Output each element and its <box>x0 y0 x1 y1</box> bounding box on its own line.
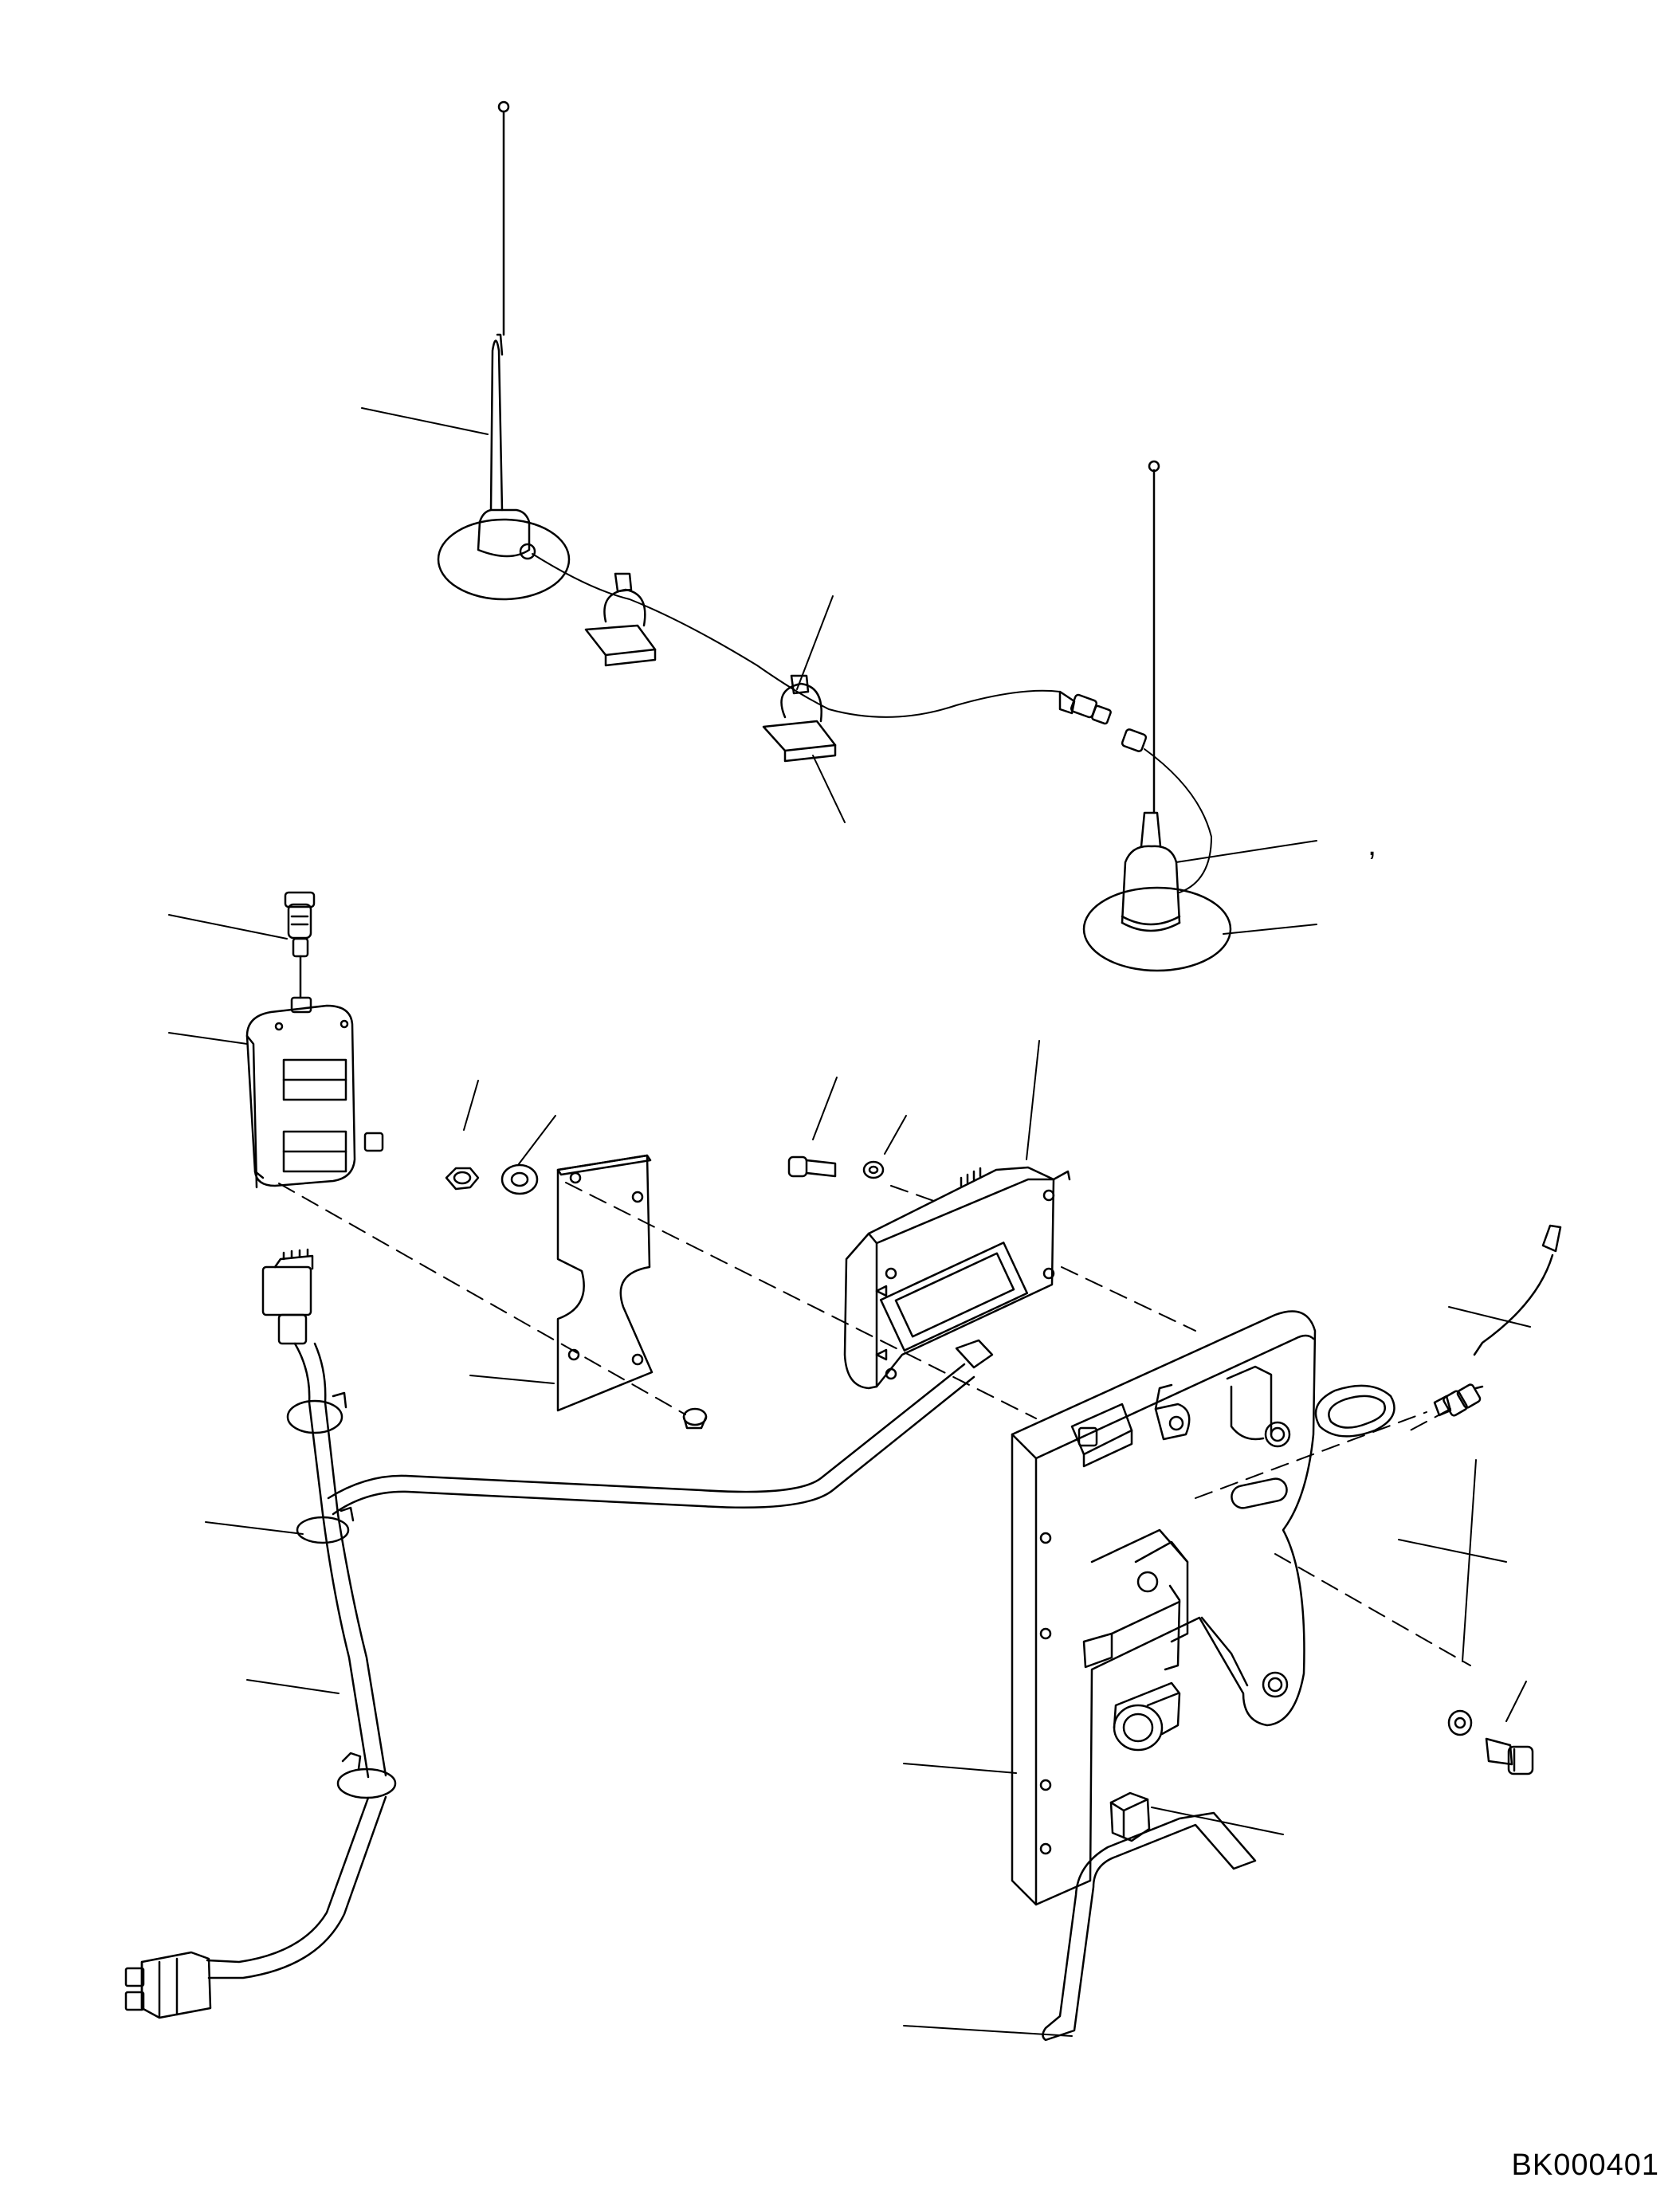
coax-cable-small <box>1144 749 1211 893</box>
leader-lines <box>169 408 1530 2036</box>
antenna-tip-large <box>499 102 508 112</box>
drawing-id-label: BK000401 <box>1511 2148 1659 2182</box>
washer-upper <box>864 1162 883 1178</box>
screw <box>684 1409 706 1428</box>
controller-module <box>845 1167 1070 1388</box>
washer-lower <box>1449 1711 1471 1735</box>
coax-cable-large <box>532 554 1060 717</box>
clamp <box>1111 1793 1149 1841</box>
washer <box>502 1165 537 1194</box>
antenna-large-mast <box>497 335 502 355</box>
rod <box>1043 1813 1256 2040</box>
coax-connector-pair <box>1060 692 1147 752</box>
cable-clip-2 <box>763 676 835 761</box>
bracket <box>1012 1312 1315 1905</box>
antenna-large <box>438 102 569 599</box>
alignment-lines <box>279 1183 1470 1665</box>
magnetic-base-small <box>1084 888 1231 971</box>
cable-port-large <box>520 544 535 559</box>
radio-knob <box>365 1133 383 1151</box>
stray-mark: , <box>1368 827 1377 862</box>
magnetic-base-large <box>438 520 569 599</box>
bolt-lower <box>1486 1739 1533 1774</box>
radio-unit <box>247 893 383 1187</box>
nut <box>446 1168 478 1189</box>
cable-clip-1 <box>586 574 655 665</box>
wire-harness <box>126 1250 992 2018</box>
bolt-upper <box>789 1157 835 1176</box>
grommet <box>1316 1386 1395 1436</box>
antenna-large-body <box>478 510 529 556</box>
mounting-plate <box>558 1155 652 1410</box>
antenna-tip-small <box>1149 461 1159 471</box>
coax-bulkhead <box>1435 1226 1560 1417</box>
antenna-small <box>1084 461 1231 971</box>
